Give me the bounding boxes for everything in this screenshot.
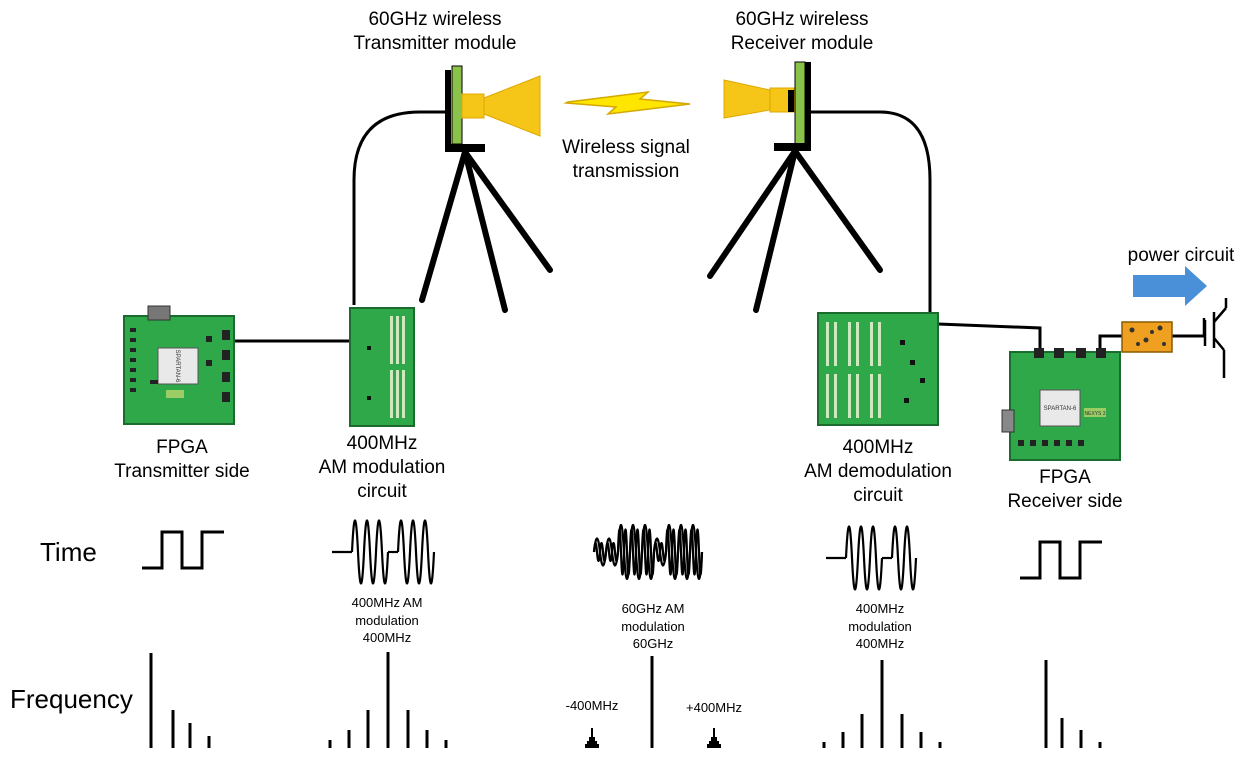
wave-mod-label: 400MHz AM modulation 400MHz: [351, 595, 423, 646]
frequency-spectra: [149, 652, 1102, 748]
time-wave-rx: [1020, 540, 1102, 580]
fpga-tx-connector: [147, 305, 171, 321]
power-filter-board: [1121, 321, 1173, 353]
fpga-rx-side-connector: [1001, 409, 1015, 433]
fpga-rx-chip-label: SPARTAN-6: [1044, 406, 1077, 412]
wireless-label: Wireless signal transmission: [562, 137, 690, 182]
tx-module-label: 60GHz wireless Transmitter module: [353, 9, 517, 54]
time-wave-60g: [592, 524, 704, 580]
am-mod-label: 400MHz AM modulation circuit: [318, 433, 446, 502]
rx-horn-flange: [788, 90, 794, 112]
fpga-rx-chip: [1039, 389, 1081, 427]
rx-antenna-module: [707, 61, 883, 313]
fpga-tx-board: SPARTAN-6: [123, 305, 235, 425]
am-mod-board: [349, 307, 415, 427]
fpga-rx-badge-label: NEXYS 3: [1084, 411, 1105, 417]
arrow-right-icon: [1133, 266, 1207, 306]
fpga-tx-chip: [157, 347, 199, 385]
time-wave-demod: [826, 525, 918, 591]
tx-antenna-base: [445, 144, 485, 152]
fpga-rx-to-filter-cable: [1098, 334, 1122, 350]
spectrum-60g-upper-cluster: [707, 728, 721, 748]
fpga-tx-badge: [166, 390, 184, 398]
fpga-rx-board: SPARTAN-6 NEXYS 3: [1001, 348, 1121, 461]
fpga-tx-chip-label: SPARTAN-6: [174, 350, 180, 383]
rx-antenna-cable: [808, 110, 932, 315]
transistor-icon: [1202, 298, 1228, 378]
tx-antenna-plate: [451, 65, 463, 145]
fpga-rx-label: FPGA Receiver side: [1007, 467, 1123, 512]
tx-antenna-frame: [445, 70, 451, 144]
tripod-icon: [707, 148, 883, 313]
tx-antenna-cable: [352, 110, 448, 305]
wave-demod-label: 400MHz modulation 400MHz: [848, 601, 912, 652]
fpga-tx-label: FPGA Transmitter side: [114, 437, 250, 482]
tx-antenna-module: [419, 65, 553, 313]
time-wave-mod: [332, 519, 436, 585]
fpga-rx-badge: [1084, 408, 1106, 417]
demod-to-fpga-rx-cable: [937, 322, 1042, 350]
horn-antenna-icon: [483, 75, 541, 137]
rx-antenna-frame: [805, 62, 811, 146]
wave-60g-label: 60GHz AM modulation 60GHz: [621, 601, 685, 652]
plus400-label: +400MHz: [686, 700, 742, 715]
rx-antenna-base: [774, 143, 811, 151]
am-demod-board: [817, 312, 939, 426]
time-label: Time: [40, 537, 97, 567]
spectrum-60g-lower-cluster: [585, 728, 599, 748]
tx-horn-feed: [461, 93, 485, 119]
frequency-label: Frequency: [10, 684, 133, 714]
rx-antenna-plate: [794, 61, 806, 145]
horn-antenna-icon: [723, 79, 771, 119]
power-circuit-label: power circuit: [1127, 245, 1235, 266]
rx-module-label: 60GHz wireless Receiver module: [730, 9, 874, 54]
tripod-icon: [419, 149, 553, 313]
minus400-label: -400MHz: [565, 698, 619, 713]
fpga-tx-pins: [130, 328, 230, 402]
am-demod-label: 400MHz AM demodulation circuit: [804, 437, 952, 506]
lightning-bolt-icon: [563, 90, 691, 116]
time-wave-tx: [142, 530, 224, 570]
